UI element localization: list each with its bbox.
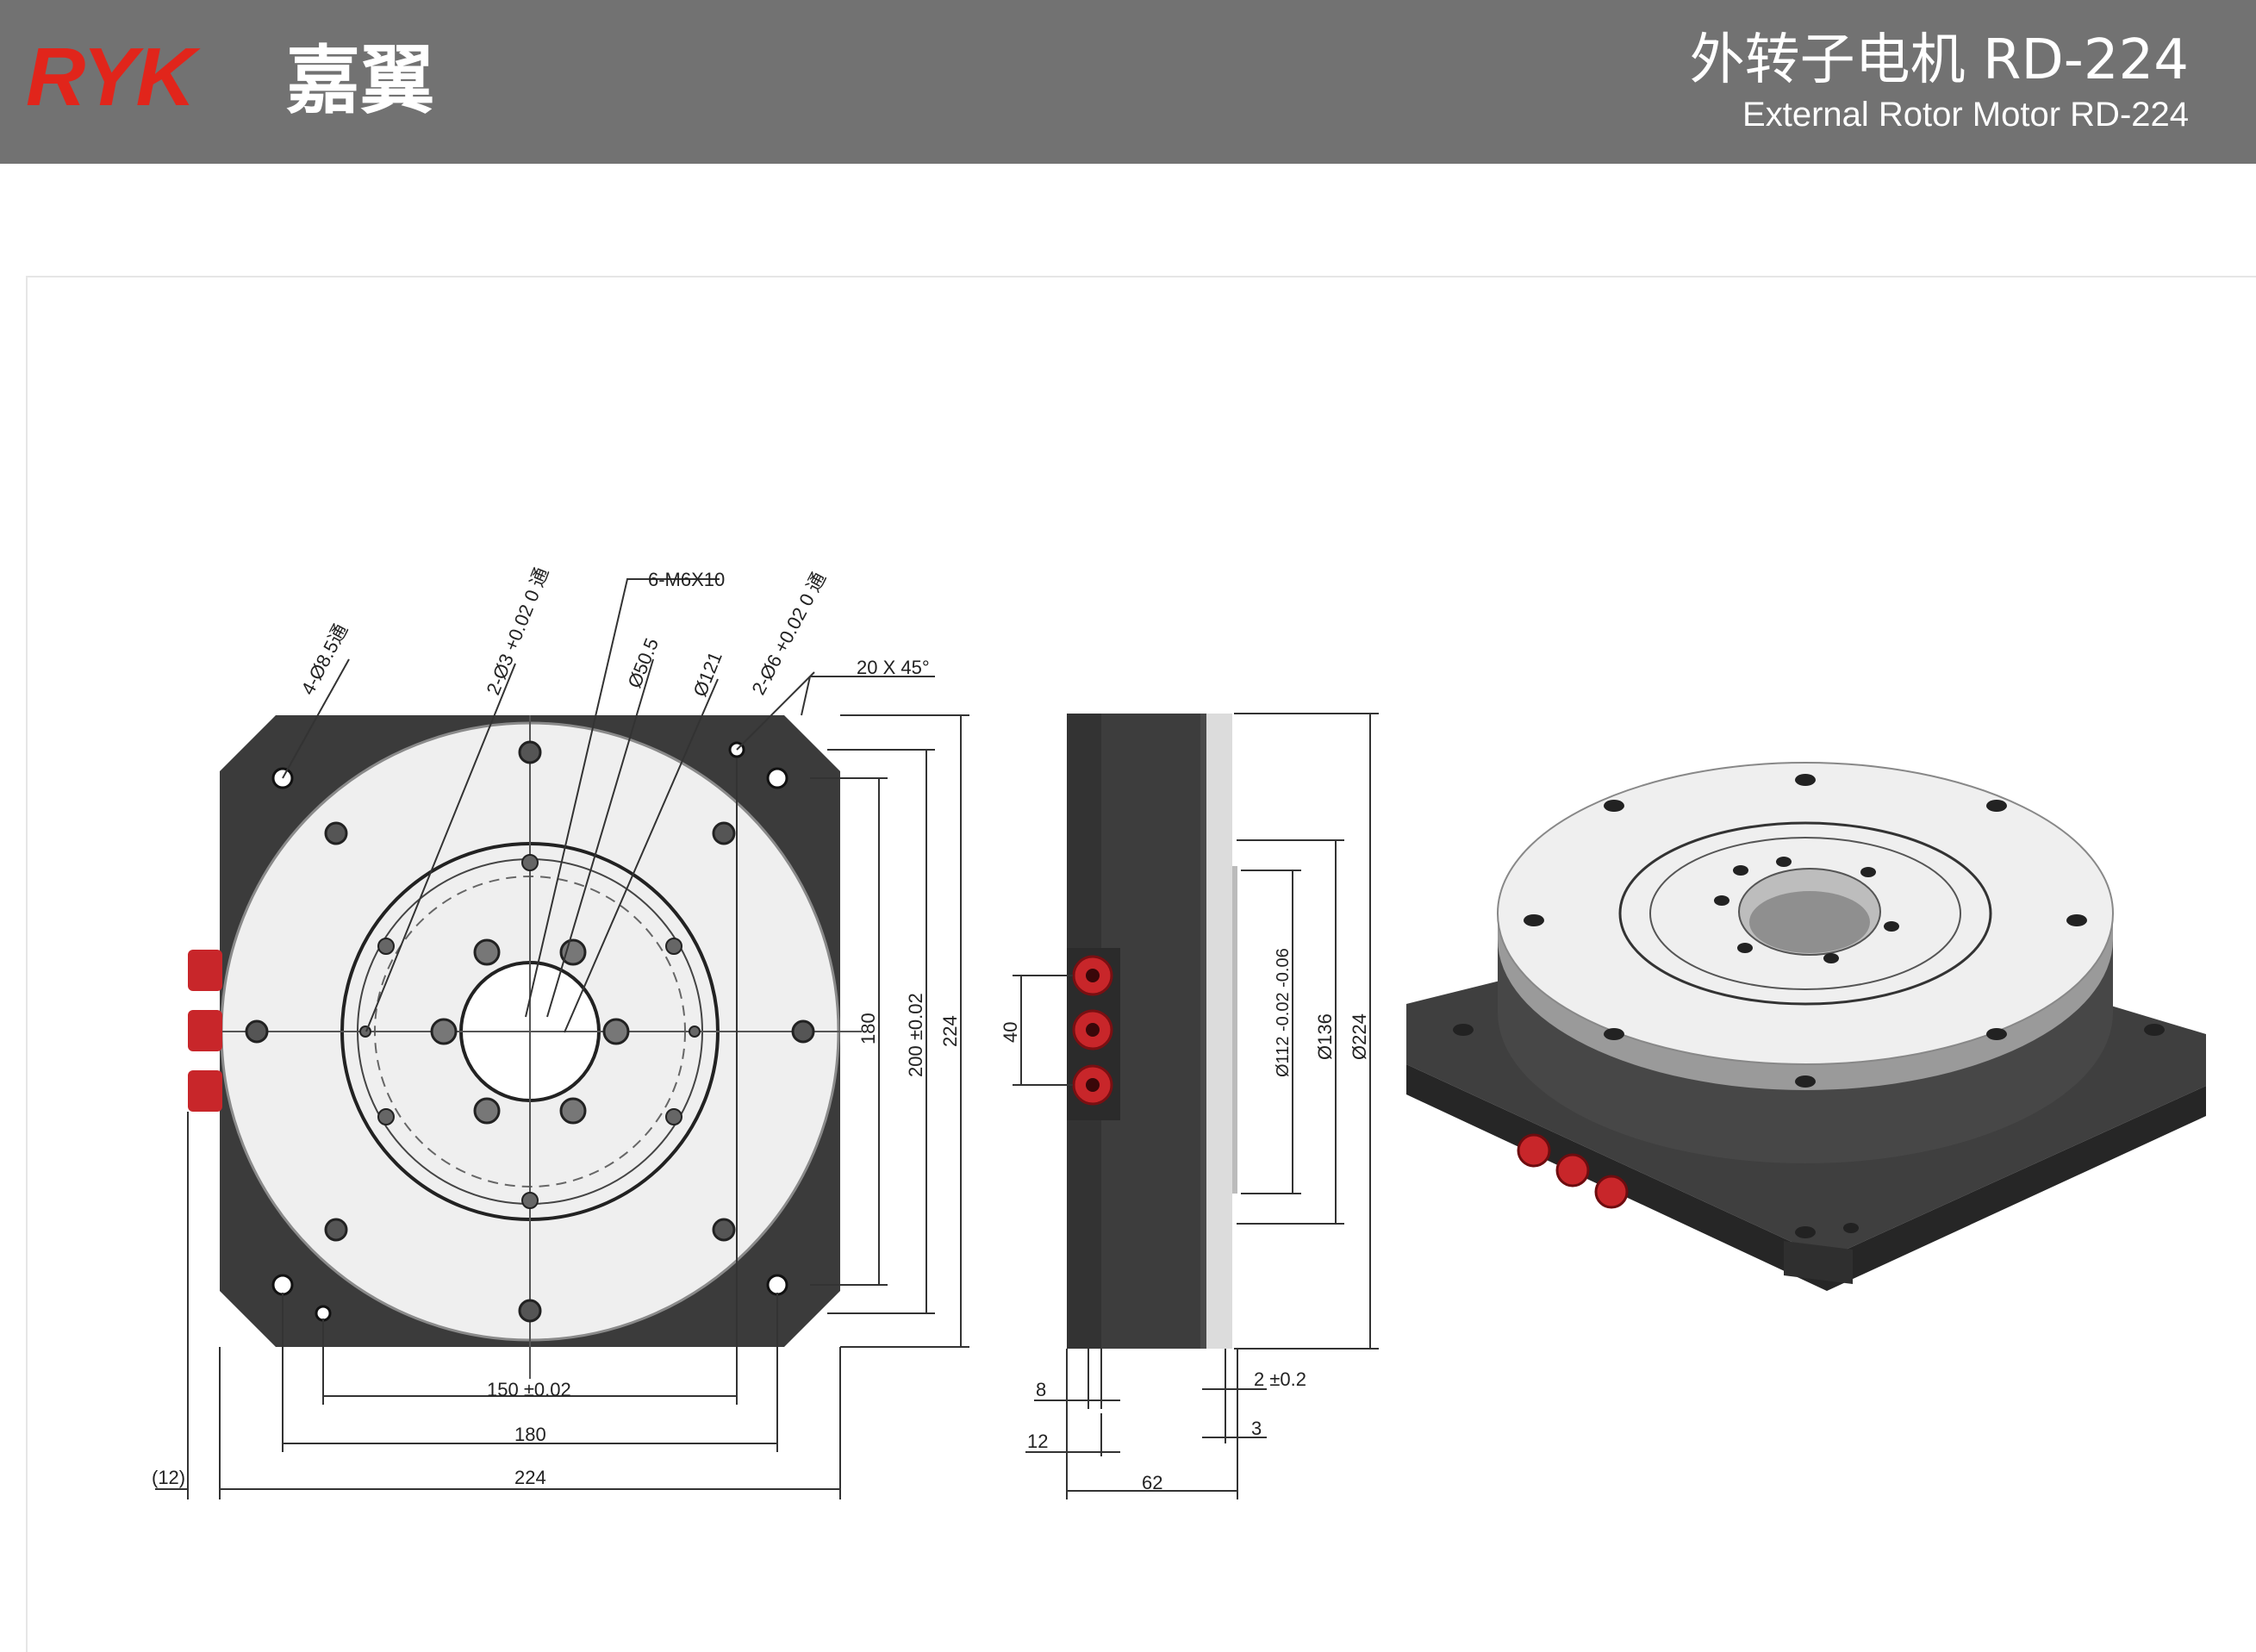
- dim-h-150: 150 ±0.02: [487, 1379, 571, 1400]
- front-m6-holes: [430, 938, 630, 1125]
- side-face: [1206, 714, 1232, 1349]
- brand-logo-chinese: 嘉翼: [286, 38, 434, 124]
- side-dimension-lines: [1013, 713, 1379, 1499]
- dim-side-phi224: Ø224: [1349, 1013, 1370, 1060]
- dim-side-phi136: Ø136: [1314, 1013, 1336, 1060]
- front-callout-leaders: [282, 578, 935, 1033]
- page-title-english: External Rotor Motor RD-224: [1742, 96, 2189, 134]
- callout-6-m6x10: 6-M6X10: [648, 569, 725, 590]
- side-boss: [1232, 866, 1237, 1194]
- page-title-chinese: 外转子电机 RD-224: [1689, 28, 2189, 92]
- dim-v-200: 200 ±0.02: [905, 993, 926, 1077]
- front-connectors: [188, 950, 222, 1112]
- brand-logo-latin: RYK: [26, 31, 196, 123]
- dim-h-180: 180: [514, 1424, 546, 1445]
- header-bar: RYK 嘉翼 外转子电机 RD-224 External Rotor Motor…: [0, 0, 2256, 164]
- dim-v-180: 180: [857, 1013, 879, 1044]
- front-ring-holes: [359, 854, 701, 1209]
- dim-side-8: 8: [1036, 1379, 1046, 1400]
- dim-side-phi112: Ø112 -0.02 -0.06: [1274, 948, 1293, 1077]
- iso-base-front: [1784, 1241, 1853, 1284]
- callout-chamfer: 20 X 45°: [857, 657, 930, 678]
- iso-rotor-ring: [1618, 821, 1992, 1006]
- dim-side-12: 12: [1027, 1431, 1048, 1452]
- iso-base-side: [1406, 1064, 2206, 1291]
- dim-v-224: 224: [939, 1015, 961, 1047]
- dim-h-224: 224: [514, 1467, 546, 1488]
- dim-h-12: (12): [152, 1467, 185, 1488]
- front-dimension-lines: [155, 714, 969, 1499]
- side-view: 40 Ø112 -0.02 -0.06 Ø136 Ø224 8 12 62 2 …: [1000, 713, 1379, 1499]
- side-connector-cores: [1086, 969, 1100, 1092]
- iso-rotor-ring-inner: [1649, 837, 1961, 990]
- dim-side-62: 62: [1142, 1472, 1162, 1493]
- isometric-view: [1406, 762, 2206, 1291]
- callout-2-phi3: 2-Ø3 +0.02 0 通: [482, 564, 552, 698]
- front-view: 4-Ø8.5通 2-Ø3 +0.02 0 通 6-M6X10 Ø50.5 Ø12…: [152, 564, 969, 1499]
- callout-phi50-5: Ø50.5: [623, 635, 663, 691]
- iso-connectors: [1517, 1133, 1629, 1209]
- iso-holes: [1453, 774, 2165, 1238]
- iso-center-bore-depth: [1749, 891, 1870, 953]
- dim-side-2: 2 ±0.2: [1254, 1368, 1306, 1390]
- callout-2-phi6: 2-Ø6 +0.02 0 通: [747, 569, 830, 698]
- dim-side-3: 3: [1251, 1418, 1262, 1439]
- callout-4-phi8-5: 4-Ø8.5通: [296, 620, 352, 699]
- drawing-panel: [26, 276, 2256, 1652]
- front-outer-holes: [245, 740, 815, 1323]
- callout-phi121: Ø121: [689, 649, 726, 700]
- dim-side-40: 40: [1000, 1022, 1021, 1043]
